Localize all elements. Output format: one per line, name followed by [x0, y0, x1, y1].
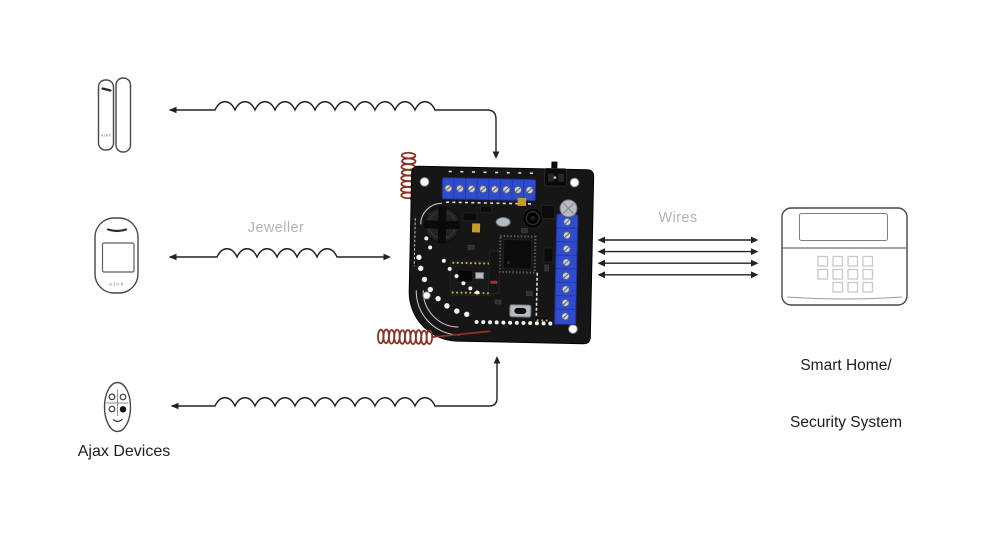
coin-battery [424, 205, 461, 244]
mounting-hole [568, 324, 578, 334]
smart-home-label-line2: Security System [790, 414, 902, 431]
ajax-devices-label: Ajax Devices [77, 443, 171, 460]
sensor-led-slot [101, 87, 112, 92]
door-contact-sensor-icon: AJAX [97, 77, 132, 153]
keyfob-smile-mark [112, 418, 123, 423]
wire-arrow [597, 248, 759, 255]
antenna-coil-bottom-icon [376, 328, 491, 346]
connection-keyfob-to-board [171, 356, 501, 410]
ajax-logo-text: AJAX [101, 134, 111, 138]
keypad-panel-icon [781, 207, 908, 306]
crystal-oscillator [495, 217, 511, 228]
wires-connection-label: Wires [658, 210, 698, 226]
mounting-hole [422, 291, 431, 300]
wire-arrow [597, 236, 759, 244]
keyfob-button [108, 405, 116, 413]
ajax-logo-text: AJAX [109, 282, 125, 287]
keyfob-button [108, 393, 116, 401]
sensor-body [97, 79, 115, 151]
wavy-line-top [169, 101, 497, 153]
wire-arrow [597, 271, 759, 279]
sensor-magnet [115, 77, 132, 153]
receiver-bridge-board [376, 151, 595, 346]
keyfob-remote-icon [103, 381, 132, 433]
mounting-hole [419, 177, 430, 187]
connection-motion-detector-to-board [169, 248, 391, 261]
wavy-line-middle [169, 248, 385, 259]
detector-lens-window [101, 242, 135, 273]
arrowhead-right-icon [383, 253, 391, 261]
small-components [462, 197, 555, 325]
silk-edge-text [413, 218, 416, 267]
detector-body [94, 217, 139, 294]
keyfob-button-active [119, 406, 127, 413]
silk-arc [415, 290, 460, 336]
rf-module [449, 260, 492, 297]
connection-wires-board-to-panel [597, 236, 759, 279]
detector-led-slot [106, 228, 128, 233]
jeweller-connection-label: Jeweller [247, 220, 305, 236]
panel-display [799, 213, 888, 241]
pir-motion-detector-icon: AJAX [94, 217, 139, 294]
arrowhead-up-icon [493, 356, 501, 364]
terminal-block-top [441, 177, 537, 202]
wavy-line-bottom [171, 362, 498, 408]
terminal-block-right [554, 213, 579, 326]
panel-body [781, 207, 908, 306]
mcu-chip [498, 234, 537, 274]
arrowhead-left-icon [169, 253, 177, 261]
inductor [522, 207, 544, 229]
keyfob-button [119, 393, 127, 401]
silk-arc [420, 202, 443, 225]
capacitor [559, 199, 578, 218]
mounting-hole [569, 177, 580, 188]
arrowhead-down-icon [492, 151, 500, 159]
tamper-switch [544, 161, 568, 187]
smart-home-label-line1: Smart Home/ [800, 357, 892, 374]
vertical-component [488, 250, 500, 295]
smart-home-security-label: Smart Home/ Security System [790, 318, 902, 451]
connection-door-sensor-to-board [169, 101, 500, 159]
usb-connector [509, 304, 532, 318]
wire-arrow [597, 259, 759, 267]
arrowhead-left-icon [169, 106, 177, 114]
panel-bottom-edge [786, 296, 903, 300]
arrowhead-left-icon [171, 402, 179, 410]
